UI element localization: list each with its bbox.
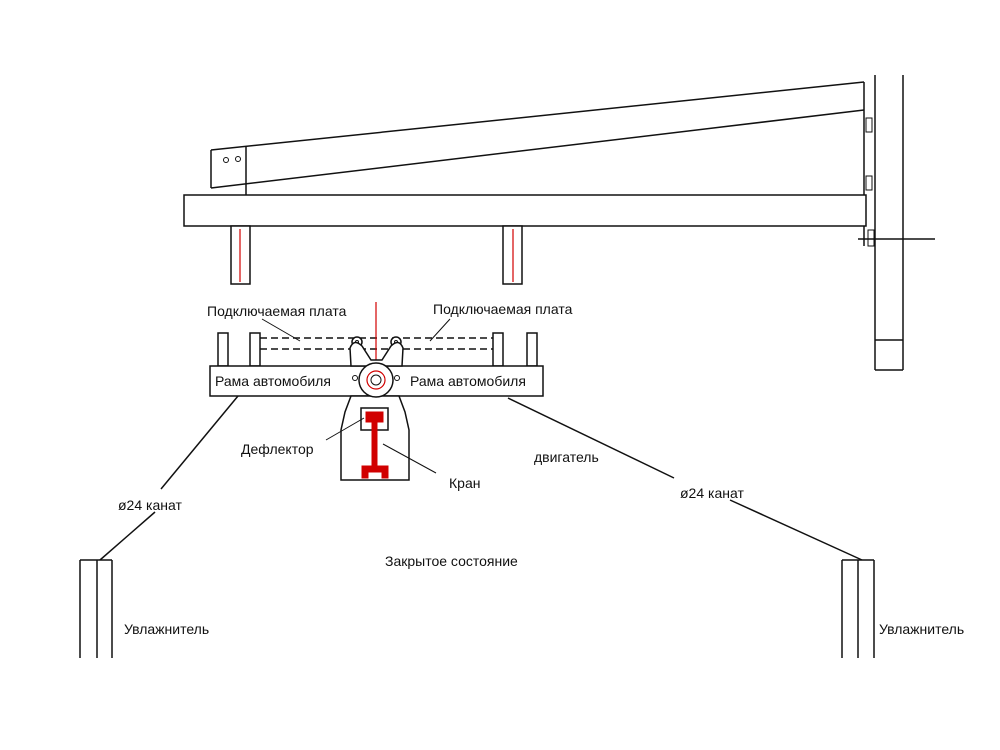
label-plate-right: Подключаемая плата	[433, 301, 573, 317]
main-beam	[183, 194, 867, 227]
label-state: Закрытое состояние	[385, 553, 518, 569]
winch-drum	[358, 362, 394, 398]
label-damper-left: Увлажнитель	[124, 621, 209, 637]
damper-left	[79, 559, 113, 658]
label-damper-right: Увлажнитель	[879, 621, 964, 637]
label-crane: Кран	[449, 475, 480, 491]
label-deflector: Дефлектор	[241, 441, 314, 457]
engine-body	[340, 341, 410, 481]
upper-boom-structure	[183, 75, 935, 371]
label-rope-left: ø24 канат	[118, 497, 182, 513]
leader-lines	[261, 318, 451, 474]
damper-right	[841, 559, 875, 658]
label-plate-left: Подключаемая плата	[207, 303, 347, 319]
ropes	[99, 395, 863, 561]
label-frame-right: Рама автомобиля	[410, 373, 526, 389]
label-rope-right: ø24 канат	[680, 485, 744, 501]
label-engine: двигатель	[534, 449, 599, 465]
label-frame-left: Рама автомобиля	[215, 373, 331, 389]
